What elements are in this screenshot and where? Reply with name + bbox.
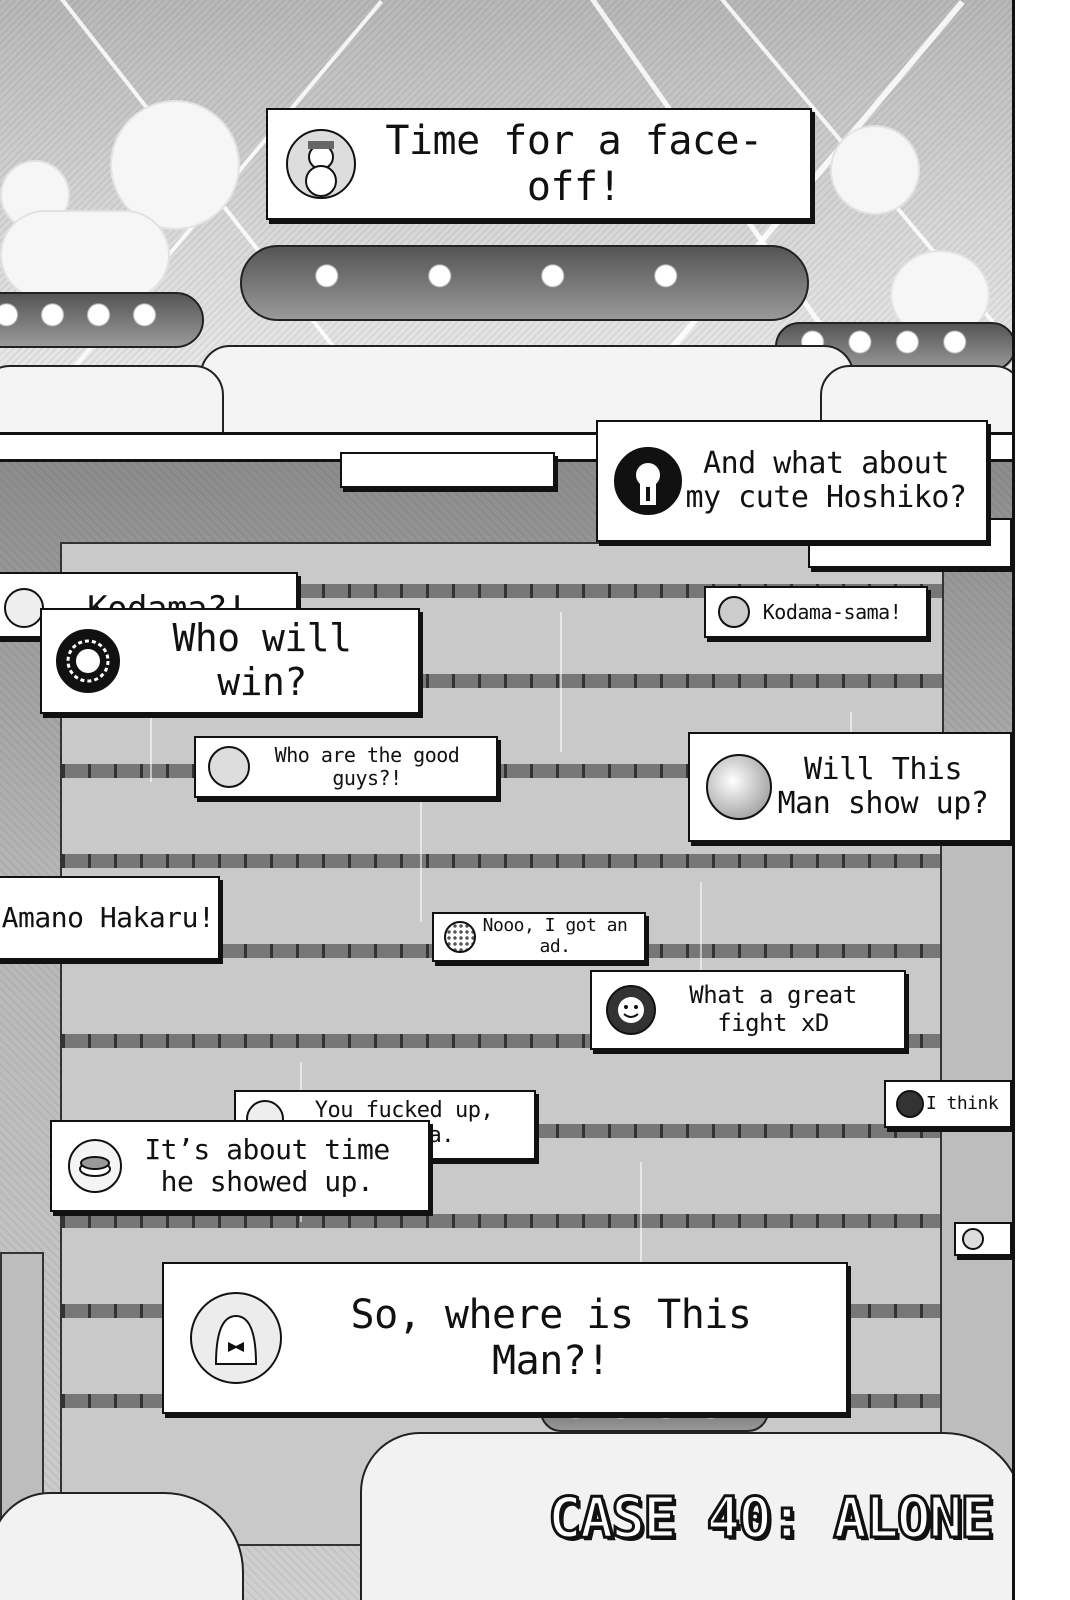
comment-text: Amano Hakaru! — [1, 900, 215, 934]
comment-text: Will This Man show up? — [777, 751, 989, 821]
police-car-roof — [0, 365, 224, 432]
character-avatar-icon — [208, 746, 250, 788]
comment-text: And what about my cute Hoshiko? — [685, 445, 967, 515]
globe-avatar-icon — [718, 596, 750, 628]
chapter-title: CASE 40: ALONE — [547, 1484, 996, 1552]
dotted-avatar-icon — [444, 921, 476, 953]
comment-hoshiko: And what about my cute Hoshiko? — [596, 420, 988, 542]
character-avatar-icon — [896, 1090, 924, 1118]
comment-text-tail: a. — [428, 1123, 455, 1149]
comment-text: It’s about time he showed up. — [144, 1132, 390, 1198]
comment-i-think: I think — [884, 1080, 1012, 1128]
side-tower — [940, 822, 1012, 1526]
ghost-bowtie-avatar-icon — [190, 1292, 282, 1384]
flower-avatar-icon — [56, 629, 120, 693]
comment-good-guys: Who are the good guys?! — [194, 736, 498, 798]
snowman-avatar-icon — [286, 129, 356, 199]
comment-text: I think — [925, 1092, 999, 1114]
police-car-roof — [200, 345, 854, 432]
sushi-avatar-icon — [68, 1139, 122, 1193]
comment-text: Time for a face-off! — [385, 118, 763, 210]
comment-text: Who will win? — [172, 616, 352, 704]
comment-text: You fucked up, — [314, 1098, 494, 1123]
police-lightbar — [0, 292, 204, 348]
comment-hidden-behind — [340, 452, 555, 488]
comment-face-off: Time for a face-off! — [266, 108, 812, 220]
comment-text: Nooo, I got an ad. — [482, 915, 628, 957]
character-avatar-icon — [4, 588, 44, 628]
comment-text: Kodama-sama! — [762, 599, 902, 624]
comment-where-this-man: So, where is This Man?! — [162, 1262, 848, 1414]
comment-amano: Amano Hakaru! — [0, 876, 220, 960]
police-lightbar — [240, 245, 809, 321]
page-margin — [1012, 0, 1070, 1600]
comment-partial-right — [954, 1222, 1012, 1256]
silhouette-avatar-icon — [614, 447, 682, 515]
cloud — [110, 100, 240, 230]
comment-about-time: It’s about time he showed up. — [50, 1120, 430, 1212]
comment-text: So, where is This Man?! — [350, 1292, 752, 1384]
character-avatar-icon — [962, 1228, 984, 1250]
cloud — [0, 210, 170, 300]
police-car — [0, 1492, 244, 1600]
cloud — [830, 125, 920, 215]
comment-this-man-show: Will This Man show up? — [688, 732, 1012, 842]
comment-who-win: Who will win? — [40, 608, 420, 714]
moon-avatar-icon — [706, 754, 772, 820]
comment-kodama-sama: Kodama-sama! — [704, 586, 928, 638]
police-car — [360, 1432, 1012, 1600]
manga-page: Time for a face-off! And what about my c… — [0, 0, 1012, 1600]
comment-text: What a great fight xD — [689, 981, 857, 1037]
smiley-avatar-icon — [606, 985, 656, 1035]
comment-ad: Nooo, I got an ad. — [432, 912, 646, 962]
comment-text: Who are the good guys?! — [274, 743, 460, 790]
comment-great-fight: What a great fight xD — [590, 970, 906, 1050]
